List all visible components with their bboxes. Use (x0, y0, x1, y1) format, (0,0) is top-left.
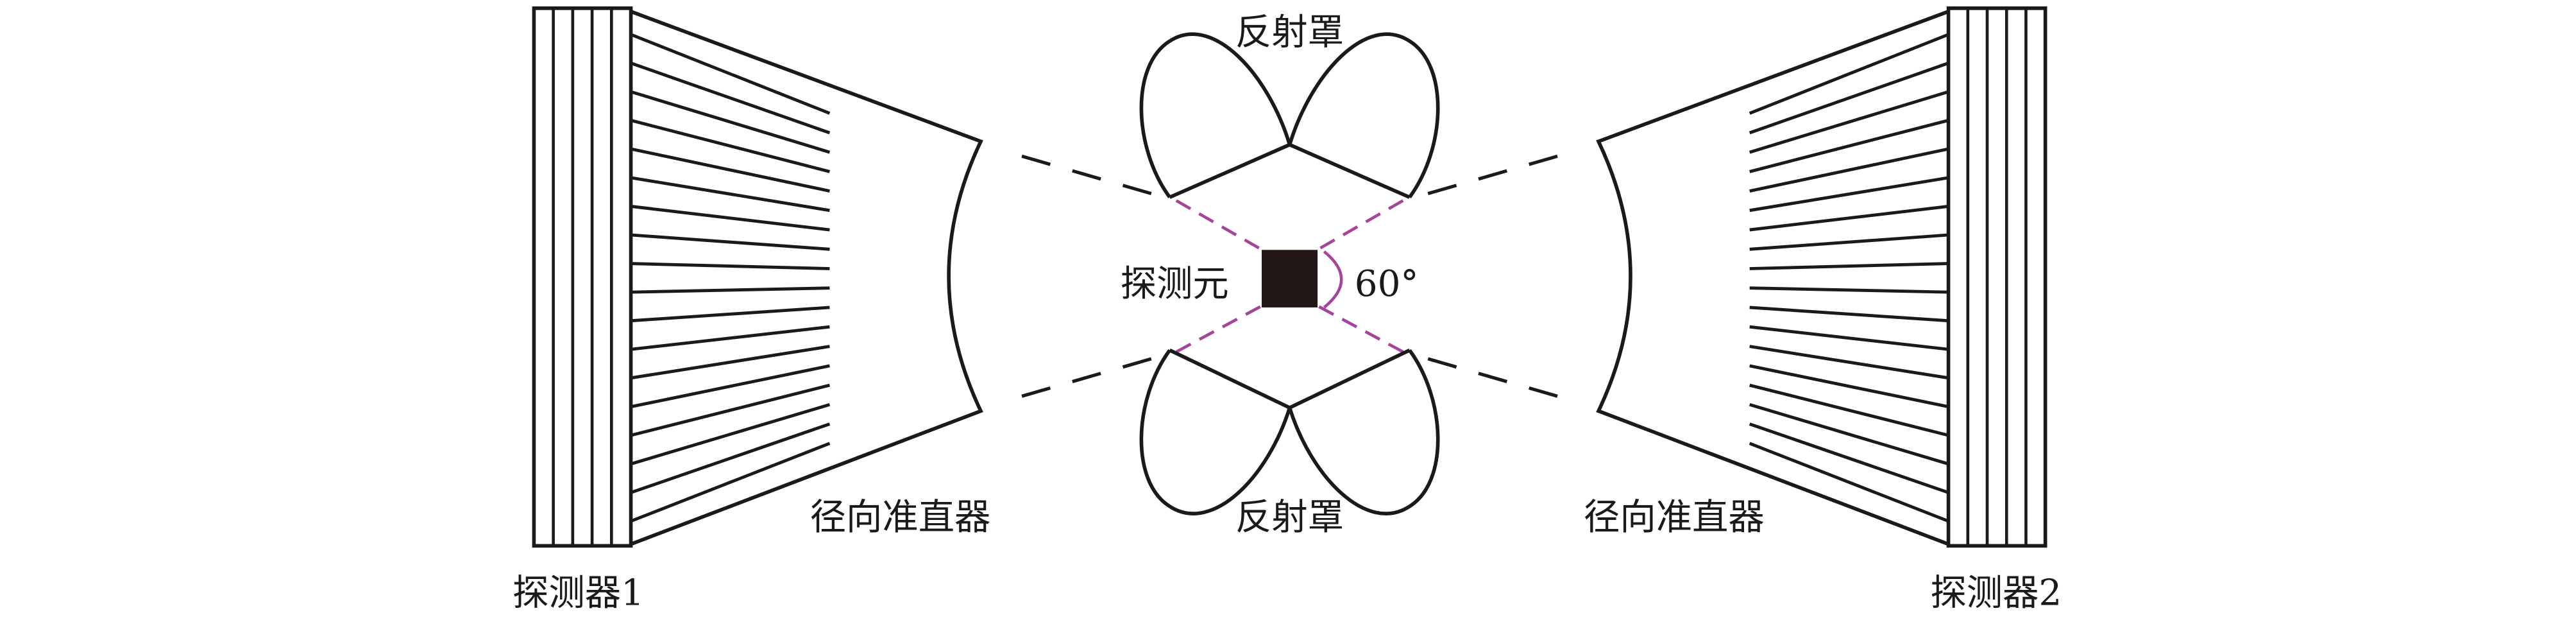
collimator-blade (631, 306, 830, 323)
collimator-blade (630, 33, 831, 115)
sight-line-upper-left (1021, 154, 1171, 201)
collimator-blade (1749, 442, 1949, 523)
collimator-blade (1749, 119, 1949, 173)
fov-line-upper-right (1313, 199, 1404, 253)
collimator-blade (630, 383, 831, 437)
collimator-blade (631, 286, 830, 294)
collimator-blade (1749, 383, 1949, 437)
collimator-blade (630, 442, 831, 523)
collimator-blade (630, 90, 831, 154)
collimator-blade (1749, 176, 1949, 212)
radial-collimator-left (630, 10, 983, 546)
collimator-blade (1749, 90, 1949, 154)
collimator-left-blades (630, 33, 831, 523)
reflector-top-roof (1169, 143, 1411, 199)
sight-line-lower-left (1021, 352, 1171, 398)
collimator-blade (1749, 205, 1949, 232)
collimator-blade (1749, 147, 1949, 193)
detector-1 (532, 6, 633, 548)
collimator-left-label: 径向准直器 (810, 497, 991, 539)
detector-2 (1946, 6, 2047, 548)
collimator-blade (631, 176, 830, 212)
collimator-blade (631, 205, 830, 232)
collimator-blade (1749, 262, 1949, 270)
reflector-top (1139, 32, 1440, 199)
fov-line-lower-right (1313, 302, 1404, 354)
field-of-view-lines (1175, 199, 1404, 354)
collimator-blade (1749, 62, 1949, 135)
reflector-bottom-label: 反射罩 (1235, 497, 1344, 539)
detector-1-label: 探测器1 (513, 573, 644, 614)
collimator-blade (1749, 422, 1949, 494)
reflector-bottom (1139, 348, 1440, 515)
reflector-bottom-left-lobe (1139, 349, 1292, 515)
detector-element-label: 探测元 (1121, 263, 1229, 305)
collimator-left-housing (630, 10, 983, 546)
radial-collimator-right (1596, 10, 1949, 546)
collimator-blade (1749, 306, 1949, 323)
collimator-right-blades (1749, 33, 1949, 523)
collimator-blade (630, 422, 831, 494)
sight-line-lower-right (1409, 352, 1558, 398)
reflector-top-label: 反射罩 (1235, 12, 1344, 53)
collimator-blade (1749, 364, 1949, 409)
collimator-blade (631, 262, 830, 270)
collimator-blade (1749, 402, 1949, 466)
detector-2-body (1946, 6, 2047, 548)
fov-line-upper-left (1175, 199, 1266, 253)
collimator-blade (630, 62, 831, 135)
collimator-blade (1749, 325, 1949, 351)
reflector-bottom-right-lobe (1287, 349, 1440, 515)
collimator-blade (631, 147, 830, 193)
collimator-blade (631, 325, 830, 351)
collimator-right-label: 径向准直器 (1584, 497, 1765, 539)
reflector-top-right-lobe (1287, 32, 1440, 199)
collimator-blade (1749, 233, 1949, 251)
reflector-bottom-roof (1169, 348, 1411, 410)
angle-arc (1323, 250, 1343, 309)
collimator-right-housing (1596, 10, 1949, 546)
collimator-blade (1749, 33, 1949, 115)
collimator-blade (1749, 345, 1949, 380)
angle-label: 60° (1355, 263, 1419, 305)
collimator-blade (630, 119, 831, 173)
collimator-blade (630, 402, 831, 466)
detector-1-body (532, 6, 633, 548)
detector-2-label: 探测器2 (1930, 573, 2062, 614)
fov-line-lower-left (1175, 302, 1266, 354)
collimator-blade (631, 364, 830, 409)
sight-lines (1021, 154, 1558, 398)
collimator-blade (631, 233, 830, 251)
collimator-blade (1749, 286, 1949, 294)
collimator-blade (631, 345, 830, 380)
detector-element (1262, 250, 1318, 307)
reflector-top-left-lobe (1139, 32, 1292, 199)
sight-line-upper-right (1409, 154, 1558, 201)
